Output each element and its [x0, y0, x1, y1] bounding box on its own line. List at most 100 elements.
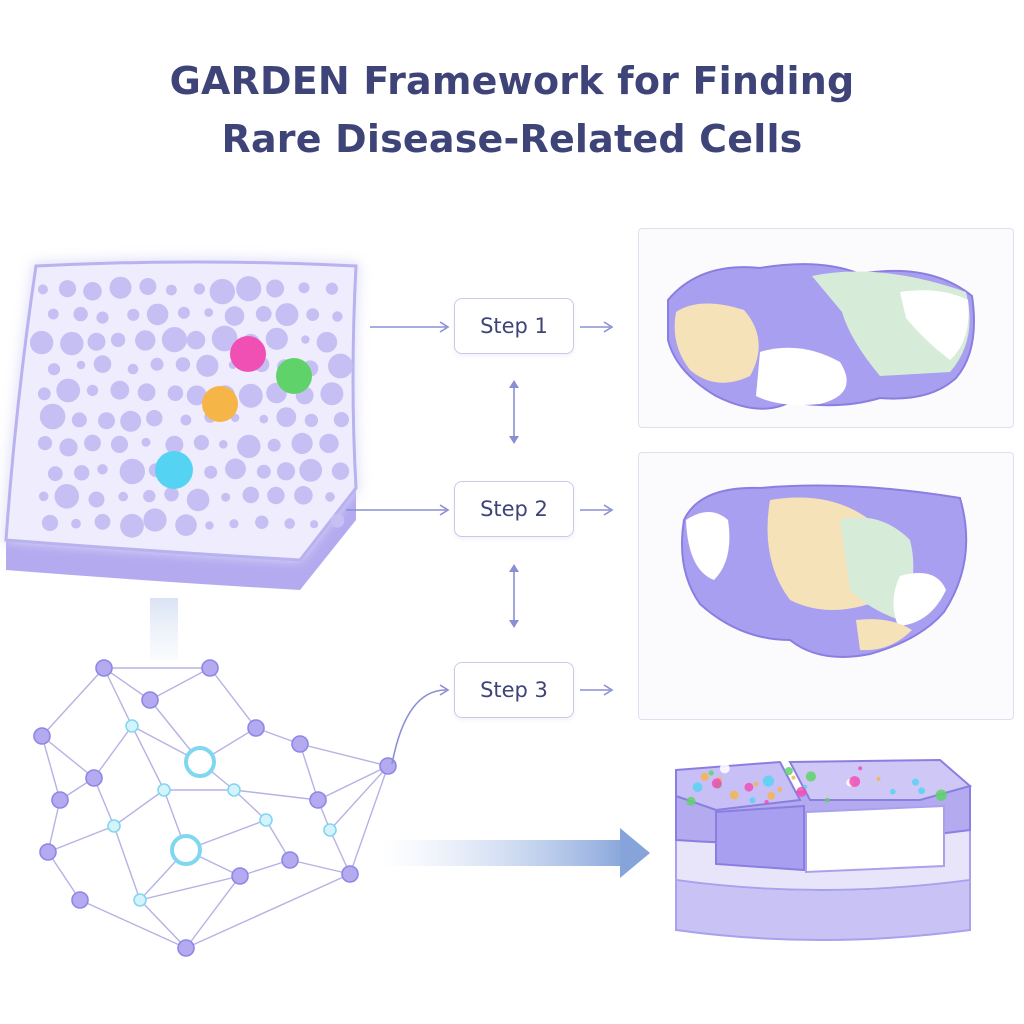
tissue-cell-dot [242, 486, 260, 504]
stack-cell-dot [729, 790, 739, 800]
graph-node [71, 891, 89, 909]
tissue-cell-dot [238, 383, 263, 408]
tissue-cell-dot [137, 383, 156, 402]
graph-edge [103, 667, 133, 727]
tissue-cell-dot [29, 330, 54, 355]
graph-edge [185, 873, 351, 949]
orange-cell [202, 386, 238, 422]
tissue-cell-dot [193, 283, 205, 295]
tissue-cell-dot [328, 353, 353, 379]
graph-node [107, 819, 121, 833]
graph-node [33, 727, 51, 745]
step2-cluster-map [681, 484, 968, 658]
graph-edge [139, 875, 241, 901]
stack-cell-dot [858, 766, 863, 771]
tissue-cell-dot [141, 437, 151, 447]
tissue-cell-dot [109, 276, 132, 299]
tissue-cell-dot [47, 308, 59, 320]
graph-node [133, 893, 147, 907]
tissue-cell-dot [225, 458, 246, 480]
tissue-cell-dot [275, 303, 299, 327]
tissue-cell-dot [304, 413, 319, 428]
stack-cell-dot [824, 797, 830, 803]
stack-cell-dot [935, 789, 947, 801]
tissue-cell-dot [267, 438, 281, 452]
stack-cell-dot [918, 787, 925, 795]
stack-cell-dot [762, 775, 775, 787]
graph-node-highlight [184, 746, 216, 778]
tissue-cell-dot [193, 435, 209, 451]
stack-cell-dot [753, 781, 759, 787]
stack-cell-dot [764, 799, 769, 805]
stack-cell-dot [686, 796, 696, 806]
tissue-cell-dot [175, 514, 197, 536]
tissue-cell-dot [59, 438, 78, 457]
tissue-cell-dot [310, 520, 319, 529]
tissue-cell-dot [265, 327, 288, 350]
graph-edge [349, 765, 389, 875]
tissue-cell-dot [306, 308, 320, 321]
graph-node [51, 791, 69, 809]
tissue-cell-dot [120, 513, 144, 538]
output-arrow-icon [380, 828, 650, 878]
tissue-cell-dot [135, 330, 156, 351]
graph-edge [299, 743, 389, 767]
graph-node [309, 791, 327, 809]
tissue-cell-dot [110, 435, 129, 453]
graph-node [291, 735, 309, 753]
graph-node [125, 719, 139, 733]
tissue-cell-dot [237, 434, 261, 459]
green-cell [276, 358, 312, 394]
tissue-cell-dot [71, 518, 81, 529]
step-3-label: Step 3 [480, 678, 548, 702]
tissue-cell-dot [236, 276, 262, 302]
graph-node [177, 939, 195, 957]
tissue-cell-dot [205, 521, 214, 530]
tissue-cell-dot [204, 308, 214, 317]
tissue-cell-dot [186, 385, 207, 406]
stack-cell-dot [805, 771, 817, 782]
graph-edge [113, 789, 165, 827]
tissue-cell-dot [139, 278, 157, 295]
step-1-button[interactable]: Step 1 [454, 298, 574, 354]
flow-arrows [346, 321, 614, 765]
layer-stack-icon [675, 758, 973, 941]
graph-edge [41, 667, 105, 737]
tissue-cell-dot [127, 308, 140, 321]
tissue-cell-dot [294, 486, 313, 505]
graph-edge [233, 789, 267, 821]
tissue-cell-dot [224, 306, 245, 326]
tissue-cell-dot [298, 282, 310, 294]
tissue-cell-dot [87, 332, 106, 351]
graph-node [39, 843, 57, 861]
step-3-button[interactable]: Step 3 [454, 662, 574, 718]
tissue-cell-dot [146, 410, 163, 427]
tissue-cell-dot [98, 412, 115, 430]
tissue-cell-dot [255, 306, 272, 322]
tissue-cell-dot [84, 434, 101, 452]
tissue-cell-dot [150, 357, 164, 371]
graph-node [231, 867, 249, 885]
graph-node [227, 783, 241, 797]
tissue-cell-dot [221, 492, 231, 502]
graph-edge [113, 825, 141, 901]
graph-node [141, 691, 159, 709]
tissue-cell-dot [97, 464, 108, 475]
tissue-cell-dot [143, 489, 156, 503]
tissue-cell-dot [211, 325, 238, 352]
tissue-cell-dot [47, 466, 63, 482]
stack-cell-dot [719, 763, 730, 774]
tissue-cell-dot [93, 355, 112, 373]
tissue-cell-dot [209, 278, 235, 305]
tissue-cell-dot [276, 407, 297, 427]
tissue-cell-dot [119, 458, 145, 485]
connector-beam [150, 598, 178, 660]
tissue-cell-dot [118, 491, 128, 502]
tissue-cell-dot [83, 282, 102, 301]
tissue-cell-dot [301, 335, 310, 344]
tissue-cell-dot [161, 327, 187, 353]
tissue-cell-dot [39, 403, 66, 430]
step-2-button[interactable]: Step 2 [454, 481, 574, 537]
stack-cell-dot [791, 775, 796, 780]
